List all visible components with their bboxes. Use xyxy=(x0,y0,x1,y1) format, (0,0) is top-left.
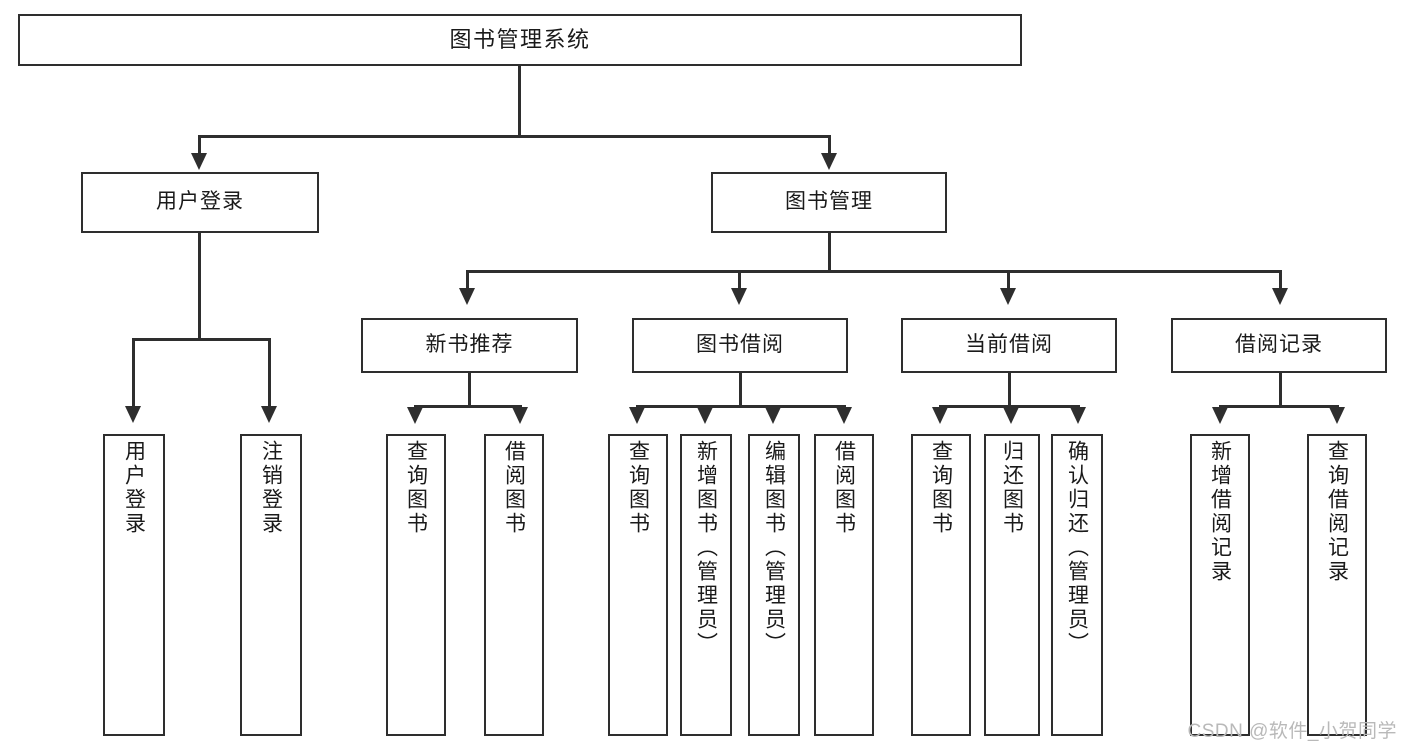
edge-root-drop-left xyxy=(198,135,201,157)
arrowhead-book-borrow xyxy=(731,288,747,305)
edge-bookborrow-stem xyxy=(739,373,742,408)
node-borrow-record[interactable]: 借阅记录 xyxy=(1171,318,1387,373)
arrowhead-leaf-confirm-ret xyxy=(1070,407,1086,424)
arrowhead-new-book-rec xyxy=(459,288,475,305)
arrowhead-leaf-logout xyxy=(261,406,277,423)
node-label: 查询图书 xyxy=(404,440,428,536)
node-label: 查询图书 xyxy=(929,440,953,536)
arrowhead-leaf-add-book xyxy=(697,407,713,424)
node-leaf-query-record[interactable]: 查询借阅记录 xyxy=(1307,434,1367,736)
edge-currentborrow-stem xyxy=(1008,373,1011,408)
node-label: 查询借阅记录 xyxy=(1325,440,1349,584)
node-label: 用户登录 xyxy=(122,440,146,536)
node-label: 用户登录 xyxy=(156,190,244,214)
arrowhead-user-login xyxy=(191,153,207,170)
edge-userlogin-stem xyxy=(198,233,201,340)
arrowhead-leaf-query-book-2 xyxy=(629,407,645,424)
arrowhead-leaf-borrow-book-1 xyxy=(512,407,528,424)
edge-bookborrow-bus xyxy=(636,405,846,408)
node-book-borrow[interactable]: 图书借阅 xyxy=(632,318,848,373)
node-label: 新书推荐 xyxy=(425,333,514,357)
node-label: 当前借阅 xyxy=(965,333,1053,357)
edge-root-stem xyxy=(518,66,521,137)
arrowhead-book-manage xyxy=(821,153,837,170)
node-label: 归还图书 xyxy=(1000,440,1024,536)
node-leaf-borrow-book-2[interactable]: 借阅图书 xyxy=(814,434,874,736)
node-leaf-logout[interactable]: 注销登录 xyxy=(240,434,302,736)
edge-bm-drop-1 xyxy=(466,270,469,292)
node-leaf-edit-book[interactable]: 编辑图书（管理员） xyxy=(748,434,800,736)
node-label: 新增借阅记录 xyxy=(1208,440,1232,584)
node-label: 注销登录 xyxy=(259,440,283,536)
edge-currentborrow-bus xyxy=(939,405,1080,408)
node-leaf-add-book[interactable]: 新增图书（管理员） xyxy=(680,434,732,736)
node-label: 编辑图书（管理员） xyxy=(762,440,786,656)
node-label: 确认归还（管理员） xyxy=(1065,440,1089,656)
node-label: 图书管理 xyxy=(785,190,873,214)
edge-bm-drop-3 xyxy=(1007,270,1010,292)
arrowhead-leaf-query-book-1 xyxy=(407,407,423,424)
node-leaf-borrow-book-1[interactable]: 借阅图书 xyxy=(484,434,544,736)
node-leaf-return-book[interactable]: 归还图书 xyxy=(984,434,1040,736)
node-label: 借阅图书 xyxy=(502,440,526,536)
node-root-system[interactable]: 图书管理系统 xyxy=(18,14,1022,66)
node-label: 图书管理系统 xyxy=(449,27,591,53)
csdn-watermark: CSDN @软件_小贺同学 xyxy=(1187,721,1397,742)
edge-bm-drop-2 xyxy=(738,270,741,292)
node-leaf-query-book-3[interactable]: 查询图书 xyxy=(911,434,971,736)
arrowhead-borrow-record xyxy=(1272,288,1288,305)
node-user-login[interactable]: 用户登录 xyxy=(81,172,319,233)
edge-bm-drop-4 xyxy=(1279,270,1282,292)
edge-root-bus xyxy=(198,135,830,138)
node-label: 图书借阅 xyxy=(696,333,784,357)
node-label: 借阅记录 xyxy=(1235,333,1323,357)
edge-newbook-bus xyxy=(414,405,522,408)
node-label: 新增图书（管理员） xyxy=(694,440,718,656)
arrowhead-leaf-borrow-book-2 xyxy=(836,407,852,424)
node-leaf-query-book-1[interactable]: 查询图书 xyxy=(386,434,446,736)
edge-root-drop-right xyxy=(828,135,831,157)
node-leaf-query-book-2[interactable]: 查询图书 xyxy=(608,434,668,736)
arrowhead-current-borrow xyxy=(1000,288,1016,305)
arrowhead-leaf-edit-book xyxy=(765,407,781,424)
node-leaf-confirm-return[interactable]: 确认归还（管理员） xyxy=(1051,434,1103,736)
arrowhead-leaf-return-book xyxy=(1003,407,1019,424)
edge-userlogin-drop-1 xyxy=(132,338,135,410)
edge-newbook-stem xyxy=(468,373,471,408)
edge-userlogin-bus xyxy=(132,338,271,341)
edge-borrowrecord-stem xyxy=(1279,373,1282,408)
edge-bookmanage-stem xyxy=(828,233,831,273)
node-book-manage[interactable]: 图书管理 xyxy=(711,172,947,233)
node-leaf-user-login[interactable]: 用户登录 xyxy=(103,434,165,736)
arrowhead-leaf-query-record xyxy=(1329,407,1345,424)
edge-userlogin-drop-2 xyxy=(268,338,271,410)
node-current-borrow[interactable]: 当前借阅 xyxy=(901,318,1117,373)
node-label: 查询图书 xyxy=(626,440,650,536)
node-new-book-rec[interactable]: 新书推荐 xyxy=(361,318,578,373)
arrowhead-leaf-add-record xyxy=(1212,407,1228,424)
edge-borrowrecord-bus xyxy=(1219,405,1339,408)
arrowhead-leaf-query-book-3 xyxy=(932,407,948,424)
node-leaf-add-record[interactable]: 新增借阅记录 xyxy=(1190,434,1250,736)
arrowhead-leaf-user-login xyxy=(125,406,141,423)
node-label: 借阅图书 xyxy=(832,440,856,536)
edge-bookmanage-bus xyxy=(466,270,1282,273)
